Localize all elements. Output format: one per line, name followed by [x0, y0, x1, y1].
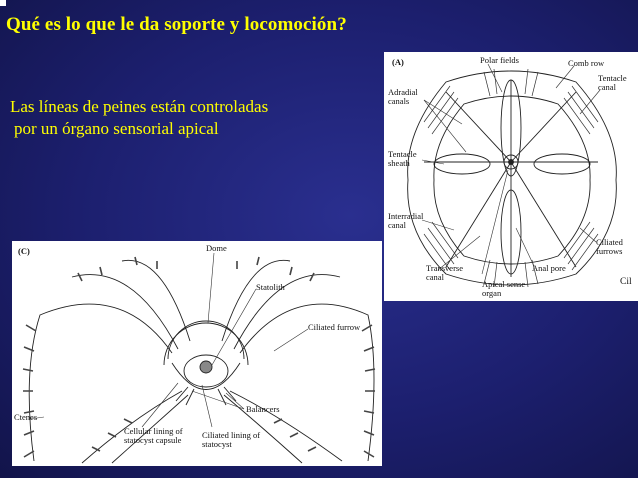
body-line-1: Las líneas de peines están controladas: [10, 97, 269, 116]
label-ctenes: Ctenes: [14, 412, 38, 422]
label-polar-fields: Polar fields: [480, 55, 519, 65]
slide-title: Qué es lo que le da soporte y locomoción…: [6, 14, 347, 35]
label-comb-row: Comb row: [568, 58, 605, 68]
figure-c-statocyst: (C) Dome Statolith Ciliated furrow Balan…: [12, 241, 382, 466]
label-dome: Dome: [206, 243, 227, 253]
panel-label-a: (A): [392, 57, 404, 67]
figure-c-illustration: [22, 252, 376, 464]
label-ciliated-lining: Ciliated lining of statocyst: [202, 430, 261, 449]
label-balancers: Balancers: [246, 404, 280, 414]
label-ciliated-furrows: Ciliated furrows: [596, 237, 623, 256]
slide-body: Las líneas de peines están controladas p…: [10, 96, 370, 140]
label-cellular-lining: Cellular lining of statocyst capsule: [124, 426, 183, 445]
label-tentacle-sheath: Tentacle sheath: [388, 149, 417, 168]
label-statolith: Statolith: [256, 282, 285, 292]
body-line-2: por un órgano sensorial apical: [14, 119, 219, 138]
label-apical-sense-organ: Apical sense organ: [482, 279, 526, 298]
corner-marker: [0, 0, 6, 6]
label-ciliated-furrow: Ciliated furrow: [308, 322, 361, 332]
label-adradial-canals: Adradial canals: [388, 87, 418, 106]
figure-a-aboral-view: (A) Polar fields Comb row Tentacle canal…: [384, 52, 638, 301]
figure-a-illustration: [407, 63, 617, 288]
label-transverse-canal: Transverse canal: [426, 263, 463, 282]
label-anal-pore: Anal pore: [532, 263, 566, 273]
label-tentacle-canal: Tentacle canal: [598, 73, 627, 92]
label-cil-cut: Cil: [620, 277, 632, 287]
label-interradial-canal: Interradial canal: [388, 211, 424, 230]
panel-label-c: (C): [18, 246, 30, 256]
